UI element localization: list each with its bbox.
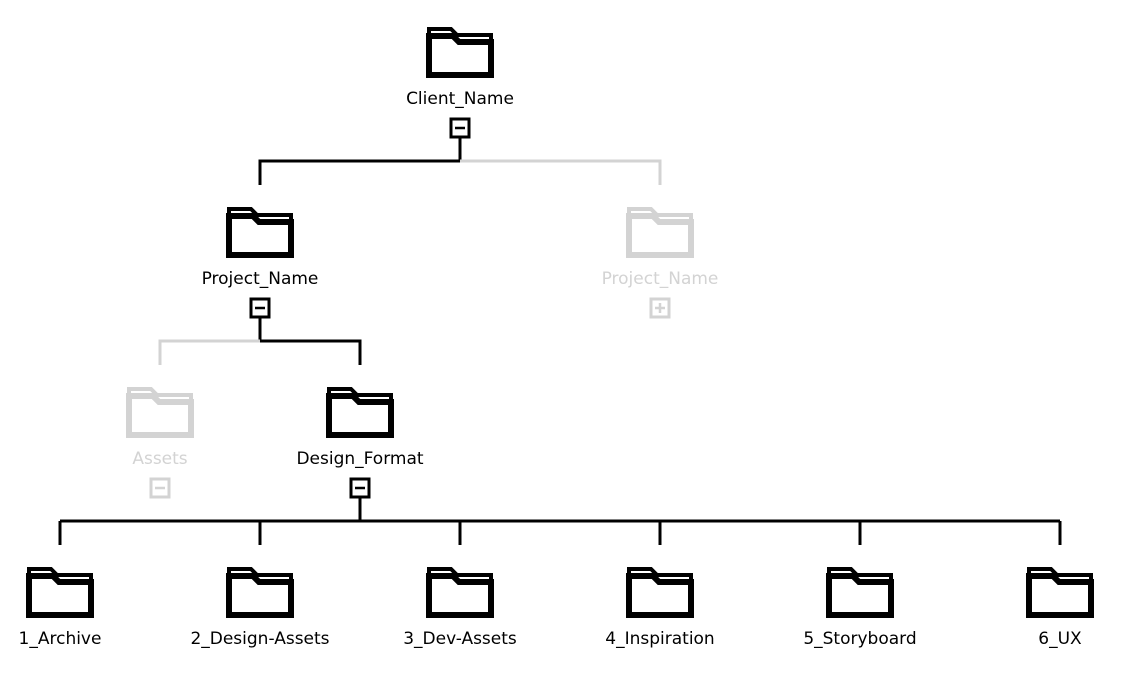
leaf-label: 6_UX — [1038, 629, 1082, 649]
tree-node-design-format[interactable]: Design_Format — [296, 387, 424, 499]
tree-leaf-4[interactable]: 4_Inspiration — [605, 567, 715, 649]
tree-leaf-1[interactable]: 1_Archive — [19, 567, 102, 649]
folder-icon — [1026, 567, 1094, 618]
leaf-label: 3_Dev-Assets — [403, 629, 517, 649]
node-label: Client_Name — [406, 89, 514, 109]
leaf-label: 2_Design-Assets — [190, 629, 329, 649]
tree-node-project-active[interactable]: Project_Name — [202, 207, 319, 319]
node-label: Project_Name — [602, 269, 719, 289]
tree-node-assets[interactable]: Assets — [126, 387, 194, 499]
folder-icon — [126, 387, 194, 438]
tree-leaf-2[interactable]: 2_Design-Assets — [190, 567, 330, 649]
tree-connectors — [58, 137, 1062, 545]
folder-icon — [626, 567, 694, 618]
node-label: Project_Name — [202, 269, 319, 289]
folder-icon — [426, 567, 494, 618]
leaf-label: 4_Inspiration — [605, 629, 714, 649]
connector-project-assets — [158, 339, 260, 365]
expand-plus-icon[interactable] — [649, 297, 671, 319]
tree-leaf-5[interactable]: 5_Storyboard — [803, 567, 917, 649]
node-label: Assets — [132, 449, 187, 469]
folder-icon — [226, 567, 294, 618]
tree-leaf-3[interactable]: 3_Dev-Assets — [403, 567, 517, 649]
folder-icon — [826, 567, 894, 618]
folder-icon — [226, 207, 294, 258]
tree-leaf-6[interactable]: 6_UX — [1026, 567, 1094, 649]
tree-node-client[interactable]: Client_Name — [406, 27, 514, 139]
collapse-minus-icon[interactable] — [249, 297, 271, 319]
folder-icon — [26, 567, 94, 618]
folder-icon — [326, 387, 394, 438]
connector-client-project-inactive — [460, 159, 662, 185]
connector-client-project-active — [258, 159, 460, 185]
collapse-minus-icon[interactable] — [149, 477, 171, 499]
tree-node-project-inactive[interactable]: Project_Name — [602, 207, 719, 319]
leaf-label: 5_Storyboard — [803, 629, 916, 649]
collapse-minus-icon[interactable] — [449, 117, 471, 139]
node-label: Design_Format — [296, 449, 423, 469]
folder-icon — [426, 27, 494, 78]
connector-project-design-format — [260, 339, 362, 365]
leaf-label: 1_Archive — [19, 629, 102, 649]
folder-icon — [626, 207, 694, 258]
collapse-minus-icon[interactable] — [349, 477, 371, 499]
